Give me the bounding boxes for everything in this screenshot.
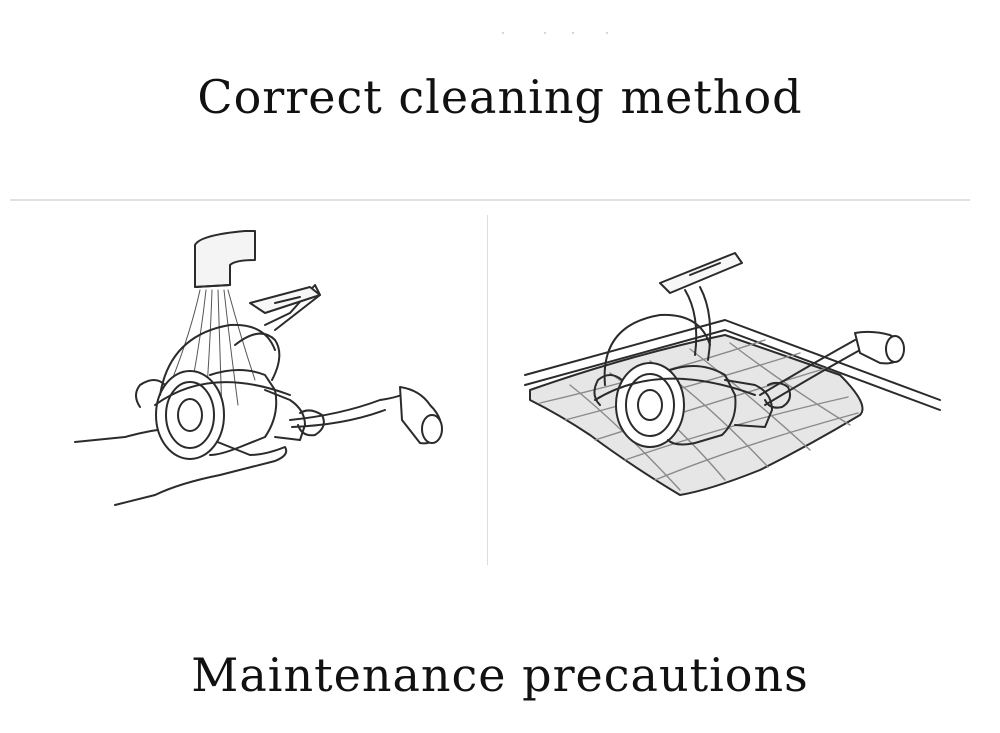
heading-correct-cleaning-method: Correct cleaning method <box>197 70 803 124</box>
heading-maintenance-precautions: Maintenance precautions <box>191 648 809 702</box>
reel-on-cloth-illustration <box>524 252 941 496</box>
spinning-reel-icon <box>135 284 443 460</box>
horizontal-divider <box>10 199 970 201</box>
faucet-rinsing-reel-illustration <box>74 230 443 506</box>
spinning-reel-icon <box>593 252 905 448</box>
vertical-divider <box>487 215 488 565</box>
faint-top-marks <box>501 31 609 35</box>
table-edge <box>524 319 941 411</box>
faucet-icon <box>194 230 256 288</box>
